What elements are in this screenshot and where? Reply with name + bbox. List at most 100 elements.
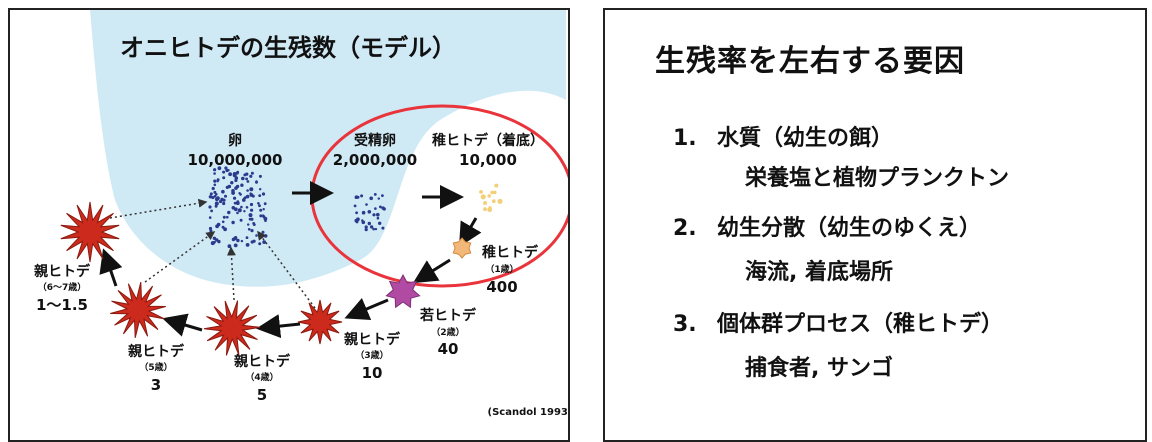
egg-dot	[245, 236, 249, 240]
adult-starfish-6-7yr	[60, 201, 120, 263]
adult-3yr-label: 親ヒトデ	[344, 331, 401, 348]
fertilized-egg-dot	[367, 210, 372, 214]
adult-6-7yr-age: （6～7歳）	[38, 281, 87, 293]
egg-dot	[261, 192, 266, 196]
egg-dot	[245, 243, 250, 247]
egg-dot	[213, 240, 216, 244]
larva-dot	[488, 206, 492, 210]
fertilized-egg-dot	[364, 228, 368, 232]
egg-dot	[259, 214, 263, 218]
adult-starfish-4yr	[203, 300, 261, 356]
larva-dot	[487, 194, 492, 198]
factor-1-number: 1.	[673, 126, 697, 151]
fertilized-egg-dot	[379, 205, 382, 209]
egg-dot	[226, 215, 229, 219]
settled-juvenile-count: 10,000	[459, 151, 517, 169]
larva-dot	[493, 190, 497, 195]
egg-dot	[215, 193, 218, 196]
factor-1-title-text: 水質（幼生の餌）	[717, 126, 894, 151]
settled-juvenile-cluster	[479, 183, 503, 213]
egg-dot	[222, 201, 226, 206]
egg-dot	[240, 183, 244, 187]
egg-dot	[264, 219, 267, 222]
arrow-young2-to-adult3	[344, 297, 389, 321]
egg-dot	[236, 201, 240, 205]
egg-dot	[234, 186, 238, 190]
adult-4yr-count: 5	[257, 386, 267, 404]
egg-dot	[236, 211, 239, 215]
egg-dot	[249, 192, 252, 195]
fertilized-egg-dot	[360, 194, 364, 198]
egg-dot	[222, 215, 226, 219]
egg-dot	[245, 177, 249, 181]
egg-dot	[234, 178, 238, 183]
egg-dot	[213, 172, 216, 175]
egg-dot	[221, 225, 225, 229]
egg-dot	[237, 208, 242, 213]
fertilized-egg-label: 受精卵	[354, 132, 396, 149]
young-2yr-count: 40	[438, 340, 459, 358]
egg-dot	[236, 238, 240, 243]
fertilized-egg-dot	[369, 196, 374, 201]
egg-dot	[208, 195, 213, 199]
arrow-settled-to-juvenile1	[458, 217, 482, 248]
factor-2-title: 2.幼生分散（幼生のゆくえ）	[673, 210, 981, 242]
egg-dot	[243, 210, 246, 213]
fertilized-egg-cluster	[353, 193, 386, 232]
egg-dot	[213, 179, 217, 183]
larva-dot	[497, 198, 503, 204]
adult-3yr-age: （3歳）	[355, 349, 388, 361]
egg-dot	[221, 220, 225, 224]
factor-3-number: 3.	[673, 312, 697, 337]
larva-dot	[480, 194, 486, 200]
egg-dot	[249, 174, 253, 178]
egg-dot	[252, 222, 256, 225]
egg-dot	[214, 201, 219, 206]
egg-dot	[263, 202, 267, 206]
adult-starfish-3yr	[297, 299, 343, 345]
egg-dot	[258, 242, 262, 246]
egg-dot	[211, 195, 215, 200]
fertilized-egg-dot	[372, 227, 375, 231]
fertilized-egg-dot	[364, 225, 368, 229]
adult-5yr-label: 親ヒトデ	[128, 343, 185, 360]
egg-dot	[217, 239, 221, 244]
egg-dot	[240, 239, 244, 243]
egg-dot	[248, 217, 252, 221]
egg-dot	[208, 226, 213, 231]
fertilized-egg-dot	[353, 204, 357, 208]
egg-dot	[227, 169, 230, 172]
egg-dot	[234, 236, 238, 239]
adult-5yr-count: 3	[151, 376, 161, 394]
egg-dot	[246, 180, 250, 183]
egg-dot	[214, 204, 218, 208]
egg-dot	[238, 192, 241, 195]
egg-dot	[221, 198, 224, 201]
egg-dot	[239, 218, 243, 222]
egg-dot	[217, 166, 222, 171]
egg-dot	[227, 210, 231, 215]
arrow-adult3-to-adult4	[256, 314, 301, 339]
fertilized-egg-dot	[355, 211, 358, 215]
egg-dot	[261, 230, 265, 234]
egg-dot	[233, 201, 237, 205]
factor-3-title: 3.個体群プロセス（稚ヒトデ）	[673, 306, 1003, 338]
fertilized-egg-dot	[382, 207, 386, 211]
egg-dot	[249, 202, 254, 207]
egg-dot	[255, 180, 258, 184]
fertilized-egg-dot	[354, 195, 359, 199]
factor-1-title: 1. 水質（幼生の餌）	[673, 120, 893, 152]
egg-dot	[262, 240, 267, 245]
egg-dot	[227, 244, 232, 249]
egg-dot	[208, 205, 212, 209]
larva-dot	[483, 201, 488, 205]
egg-dot	[213, 190, 217, 194]
settled-juvenile-label: 稚ヒトデ（着底）	[432, 132, 544, 149]
adult-4yr-age: （4歳）	[245, 371, 278, 383]
egg-dot	[250, 171, 254, 175]
adult-3yr-count: 10	[362, 364, 383, 382]
adult-6-7yr-label: 親ヒトデ	[34, 263, 91, 280]
egg-dot	[233, 196, 237, 200]
young-starfish-2yr	[385, 273, 421, 309]
egg-dot	[250, 229, 254, 233]
